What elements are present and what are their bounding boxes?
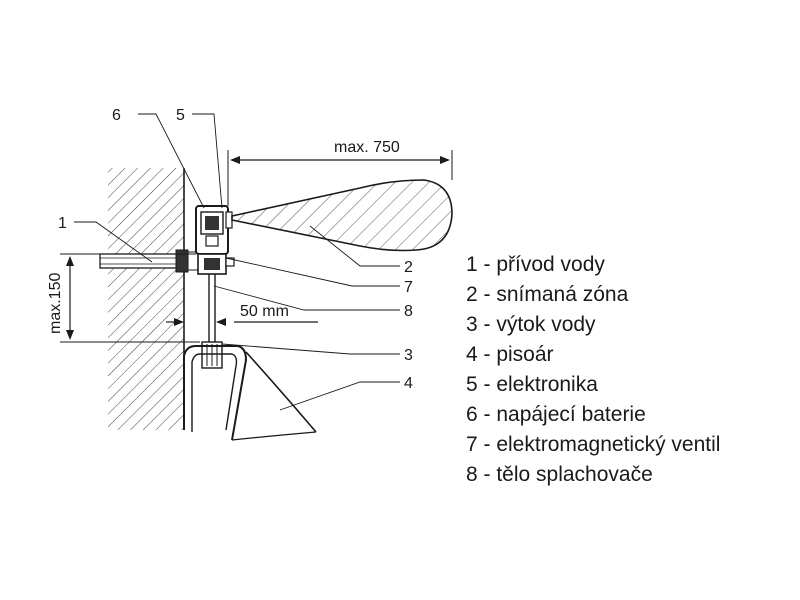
callout-6: 6 — [112, 107, 121, 124]
legend-item-3: 3 - výtok vody — [466, 313, 596, 336]
legend-item-2: 2 - snímaná zóna — [466, 283, 629, 306]
dimension-gap: 50 mm — [166, 303, 318, 326]
dimension-max-range: max. 750 — [227, 139, 453, 206]
callout-numbers: 1 6 5 2 7 8 3 4 — [58, 107, 413, 392]
flush-pipe — [208, 274, 216, 344]
detection-zone — [231, 179, 453, 252]
callout-1: 1 — [58, 215, 67, 232]
callout-2: 2 — [404, 259, 413, 276]
gap-label: 50 mm — [240, 303, 289, 320]
flusher-body — [195, 205, 233, 255]
urinal — [183, 345, 317, 441]
legend-item-5: 5 - elektronika — [466, 373, 598, 396]
water-supply-pipe — [99, 249, 199, 273]
legend-item-6: 6 - napájecí baterie — [466, 403, 646, 426]
callout-leaders — [74, 113, 400, 411]
callout-8: 8 — [404, 303, 413, 320]
solenoid-valve — [197, 253, 235, 275]
dimension-max-height: max.150 — [47, 253, 200, 343]
max-range-label: max. 750 — [334, 139, 400, 156]
legend-item-4: 4 - pisoár — [466, 343, 554, 366]
callout-5: 5 — [176, 107, 185, 124]
legend: 1 - přívod vody 2 - snímaná zóna 3 - výt… — [466, 250, 720, 490]
legend-item-7: 7 - elektromagnetický ventil — [466, 433, 721, 456]
legend-item-8: 8 - tělo splachovače — [466, 463, 653, 486]
callout-7: 7 — [404, 279, 413, 296]
wall — [108, 168, 185, 430]
callout-3: 3 — [404, 347, 413, 364]
water-outlet — [201, 341, 223, 369]
callout-4: 4 — [404, 375, 413, 392]
max-height-label: max.150 — [47, 273, 64, 334]
legend-item-1: 1 - přívod vody — [466, 253, 605, 276]
